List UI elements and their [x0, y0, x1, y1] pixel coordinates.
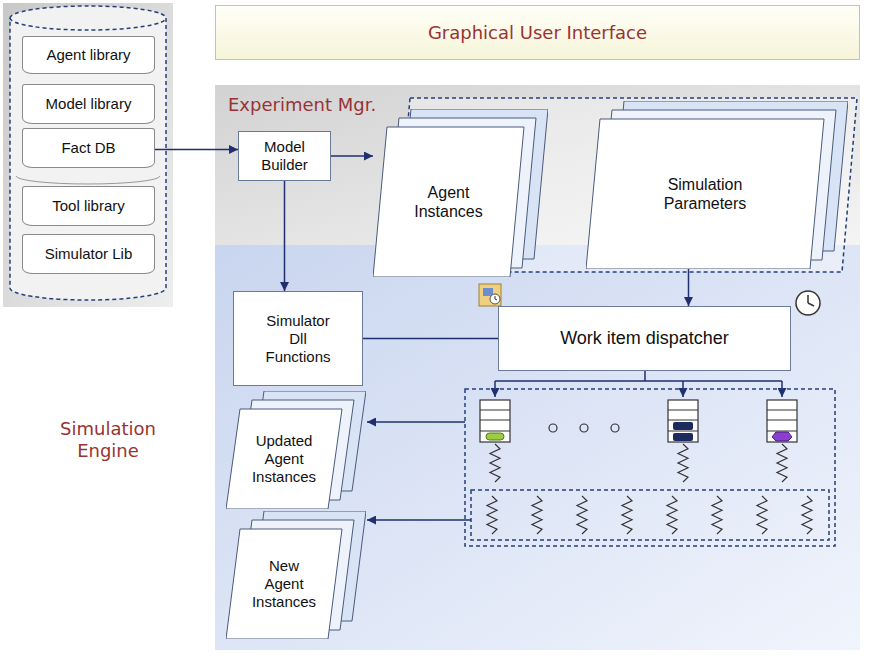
cylinder-rim	[10, 18, 166, 30]
label-holder: Graphical User Interface	[216, 6, 859, 59]
thread-spring	[678, 444, 688, 482]
thread-spring	[577, 496, 587, 534]
card	[373, 127, 524, 277]
region-title: Simulation Engine	[41, 418, 176, 461]
interface-band: Graphical User Interface	[215, 5, 860, 60]
node-label: New Agent Instances	[248, 557, 320, 611]
label-holder: Work item dispatcher	[499, 307, 790, 370]
flow-arrow	[363, 338, 498, 340]
thread-spring	[490, 444, 500, 482]
node-label: Agent library	[46, 46, 130, 64]
process-box: Work item dispatcher	[498, 306, 791, 371]
flow-arrow	[155, 149, 238, 151]
node-label: Model library	[46, 95, 132, 113]
label-holder: Fact DB	[23, 129, 154, 167]
process-box: Model Builder	[238, 131, 331, 181]
node-label: Fact DB	[61, 139, 115, 157]
instance-stack: Agent Instances	[373, 109, 548, 277]
cylinder-divider	[16, 176, 160, 184]
thread-spring	[487, 496, 497, 534]
label-holder: Simulator Dll Functions	[234, 292, 362, 385]
thread-spring	[712, 496, 722, 534]
library-item: Fact DB	[22, 128, 155, 168]
instance-stack: Updated Agent Instances	[226, 391, 366, 509]
queue-group-outline	[465, 389, 835, 546]
node-label: Agent Instances	[403, 183, 495, 221]
node-label: Updated Agent Instances	[248, 432, 320, 486]
label-holder: New Agent Instances	[226, 529, 342, 639]
card	[226, 529, 342, 639]
thread-spring	[777, 444, 787, 482]
thread-spring	[757, 496, 767, 534]
node-label: Tool library	[52, 197, 125, 215]
engine-region-ground	[215, 245, 860, 650]
output-arrow	[367, 421, 465, 423]
queue	[668, 400, 698, 442]
label-holder: Model Builder	[239, 132, 330, 180]
thread-spring	[667, 496, 677, 534]
library-item: Simulator Lib	[22, 234, 155, 274]
flow-arrow	[284, 181, 286, 291]
library-item: Agent library	[22, 36, 155, 74]
instance-stack: Simulation Parameters	[586, 101, 848, 269]
label-holder: Simulation Parameters	[586, 119, 824, 269]
label-holder: Updated Agent Instances	[226, 409, 342, 509]
output-arrow	[367, 519, 471, 521]
label-holder: Agent Instances	[373, 127, 524, 277]
scheduler-icon	[479, 284, 501, 306]
thread-spring	[532, 496, 542, 534]
label-holder: Agent library	[23, 37, 154, 73]
thread-spring	[622, 496, 632, 534]
node-label: Simulation Parameters	[643, 175, 768, 213]
node-label: Simulator Dll Functions	[260, 312, 336, 366]
queue	[767, 400, 797, 442]
library-item: Tool library	[22, 186, 155, 226]
ellipsis-dot	[611, 424, 619, 432]
database-cylinder	[10, 6, 166, 300]
region-title: Experiment Mgr.	[228, 94, 376, 116]
label-holder: Model library	[23, 85, 154, 123]
thread-spring	[802, 496, 812, 534]
library-backdrop	[3, 3, 173, 307]
work-queues	[480, 400, 797, 442]
node-label: Work item dispatcher	[560, 328, 729, 350]
ellipsis-dot	[580, 424, 588, 432]
label-holder: Simulator Lib	[23, 235, 154, 273]
node-label: Simulator Lib	[45, 245, 133, 263]
clock-icon	[796, 291, 820, 315]
region-title: Graphical User Interface	[428, 22, 647, 44]
thread-springs	[487, 444, 812, 534]
thread-pool-outline	[471, 490, 829, 540]
label-holder: Simulation Engine	[38, 418, 178, 461]
label-holder: Tool library	[23, 187, 154, 225]
node-label: Model Builder	[254, 138, 316, 174]
dispatch-line	[495, 370, 782, 381]
card	[226, 409, 342, 509]
instance-stack: New Agent Instances	[226, 511, 366, 639]
card	[586, 119, 824, 269]
flow-arrow	[331, 155, 373, 157]
queue	[480, 400, 510, 442]
library-item: Model library	[22, 84, 155, 124]
ellipsis-dot	[549, 424, 557, 432]
flow-arrow	[688, 269, 690, 306]
process-box: Simulator Dll Functions	[233, 291, 363, 386]
